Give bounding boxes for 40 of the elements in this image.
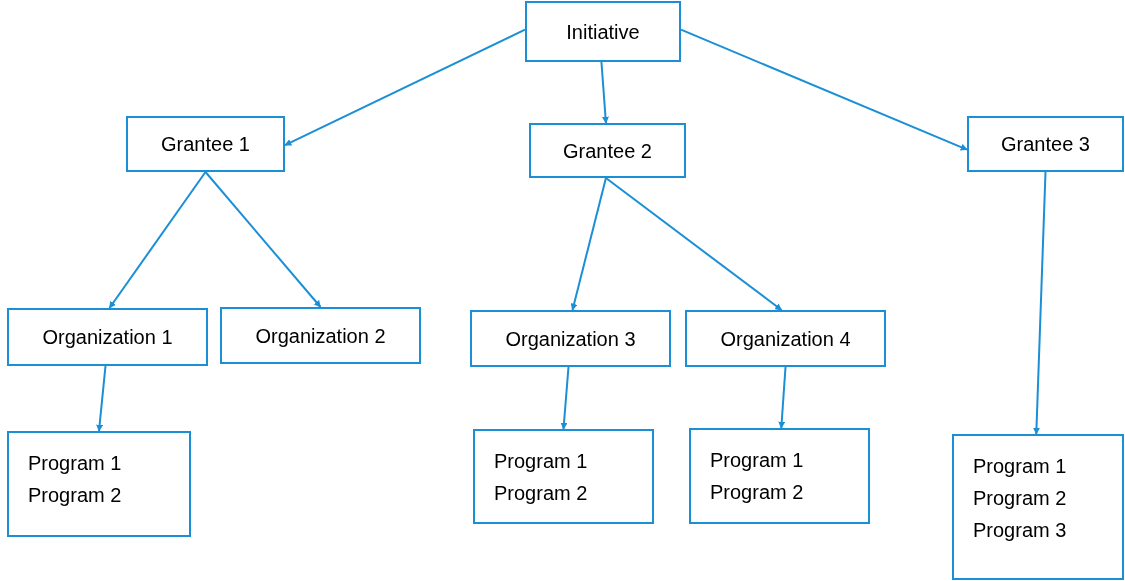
org-box [529,123,686,178]
arrow [284,28,526,147]
node-label: Grantee 1 [161,132,250,156]
node-label: Grantee 2 [563,138,652,163]
org-box [952,434,1124,580]
program-label: Program 2 [710,480,804,505]
node-label: Grantee 3 [1001,132,1090,156]
arrow [560,366,570,430]
arrow [600,61,609,124]
program-label: Program 1 [710,448,804,473]
org-box [473,429,654,524]
org-box [126,116,285,172]
org-box [7,431,191,537]
arrow [108,171,207,309]
program-label: Program 1 [973,454,1067,479]
org-box [685,310,886,367]
node-label: Initiative [566,19,640,44]
node-label: Organization 3 [505,326,636,351]
node-label: Organization 1 [42,325,173,349]
org-box [525,1,681,62]
arrow [570,177,607,311]
arrow [778,366,787,429]
org-box [689,428,870,524]
arrow [1033,171,1047,435]
org-box [967,116,1124,172]
program-label: Program 2 [28,483,122,508]
arrow [204,171,322,308]
program-label: Program 1 [28,451,122,476]
program-label: Program 2 [494,481,588,506]
node-label: Organization 4 [720,326,851,351]
node-label: Organization 2 [255,323,386,348]
org-box [470,310,671,367]
org-box [7,308,208,366]
arrow [680,28,968,151]
org-box [220,307,421,364]
program-label: Program 1 [494,449,588,474]
program-label: Program 3 [973,518,1067,543]
arrow [96,365,107,432]
arrow [604,177,783,311]
program-label: Program 2 [973,486,1067,511]
